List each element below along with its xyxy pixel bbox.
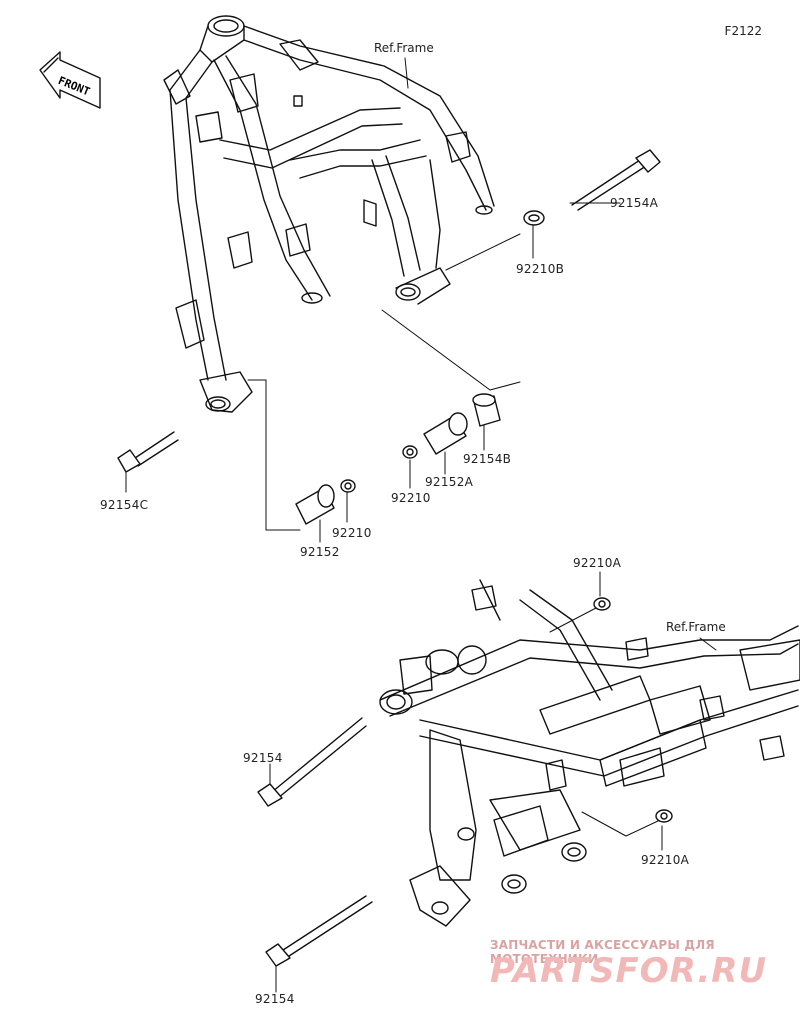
part-label-92154B[interactable]: 92154B [463,452,512,466]
part-label-92154-bottom[interactable]: 92154 [255,992,295,1006]
part-label-92152A[interactable]: 92152A [425,475,474,489]
part-label-92210B[interactable]: 92210B [516,262,565,276]
lower-frame-drawing [379,579,800,927]
part-label-92210-low[interactable]: 92210 [332,526,372,540]
watermark-caption: ЗАПЧАСТИ И АКСЕССУАРЫ ДЛЯ МОТОТЕХНИКИ [490,938,715,966]
part-label-92210A-top[interactable]: 92210A [573,556,622,570]
figure-code: F2122 [724,24,762,38]
part-label-92154C[interactable]: 92154C [100,498,149,512]
upper-frame-drawing [163,15,495,413]
part-label-92154A[interactable]: 92154A [610,196,659,210]
watermark-logo: PARTSFOR.RU [490,951,768,991]
front-arrow-icon [39,51,101,109]
part-label-92210A-bottom[interactable]: 92210A [641,853,690,867]
part-label-92210-mid[interactable]: 92210 [391,491,431,505]
lower-fastener-drawings [257,597,673,967]
ref-frame-label-top: Ref.Frame [374,41,434,55]
upper-fastener-drawings [117,149,661,525]
ref-frame-label-bottom: Ref.Frame [666,620,726,634]
part-label-92152[interactable]: 92152 [300,545,340,559]
part-label-92154-mid[interactable]: 92154 [243,751,283,765]
lower-leader-lines [269,571,717,993]
upper-leader-lines [125,57,621,543]
